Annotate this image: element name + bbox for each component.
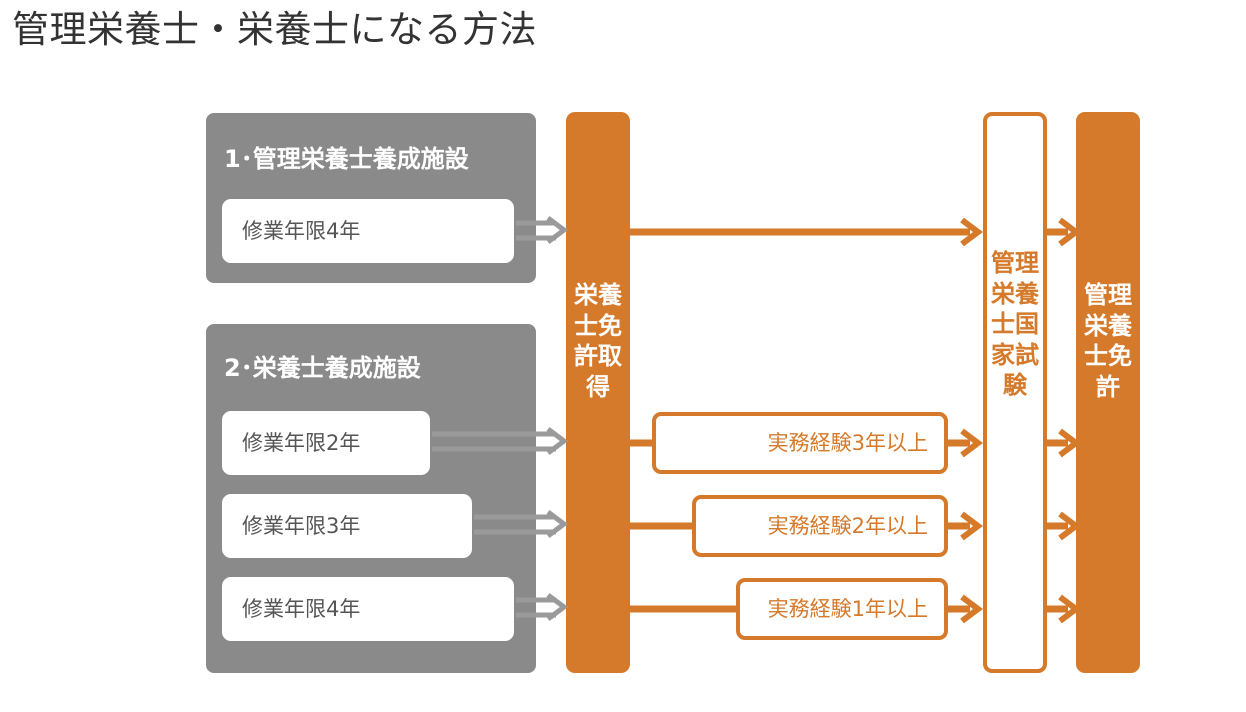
gray-double-arrow <box>432 427 569 455</box>
course-duration-box: 修業年限2年 <box>222 411 430 475</box>
gray-double-arrow <box>516 593 569 621</box>
work-experience-box: 実務経験2年以上 <box>692 495 948 557</box>
orange-arrow-to-license <box>1047 594 1081 624</box>
orange-arrow-direct <box>630 217 983 247</box>
stage-registered-dietitian-license: 管理栄養士免許 <box>1076 112 1140 673</box>
route-heading: 1･管理栄養士養成施設 <box>224 145 469 173</box>
gray-double-arrow <box>474 510 569 538</box>
course-duration-box: 修業年限4年 <box>222 199 514 263</box>
route-panel-registered-dietitian-school: 1･管理栄養士養成施設 修業年限4年 <box>206 113 536 283</box>
stage-label: 栄養士免許取得 <box>574 281 622 401</box>
course-duration-box: 修業年限3年 <box>222 494 472 558</box>
orange-arrow-experience <box>630 428 983 458</box>
course-duration-box: 修業年限4年 <box>222 577 514 641</box>
route-panel-dietitian-school: 2･栄養士養成施設 修業年限2年 修業年限3年 修業年限4年 <box>206 324 536 673</box>
gray-double-arrow <box>516 216 569 244</box>
page-title: 管理栄養士・栄養士になる方法 <box>12 8 537 51</box>
stage-national-exam: 管理栄養士国家試験 <box>983 112 1047 673</box>
work-experience-box: 実務経験3年以上 <box>652 412 948 474</box>
orange-arrow-to-license <box>1047 217 1081 247</box>
orange-arrow-to-license <box>1047 511 1081 541</box>
orange-arrow-to-license <box>1047 428 1081 458</box>
orange-arrow-experience <box>630 511 983 541</box>
work-experience-box: 実務経験1年以上 <box>736 578 948 640</box>
orange-arrow-experience <box>630 594 983 624</box>
stage-dietitian-license: 栄養士免許取得 <box>566 112 630 673</box>
route-heading: 2･栄養士養成施設 <box>224 354 421 382</box>
stage-label: 管理栄養士国家試験 <box>991 249 1039 399</box>
stage-label: 管理栄養士免許 <box>1084 281 1132 401</box>
